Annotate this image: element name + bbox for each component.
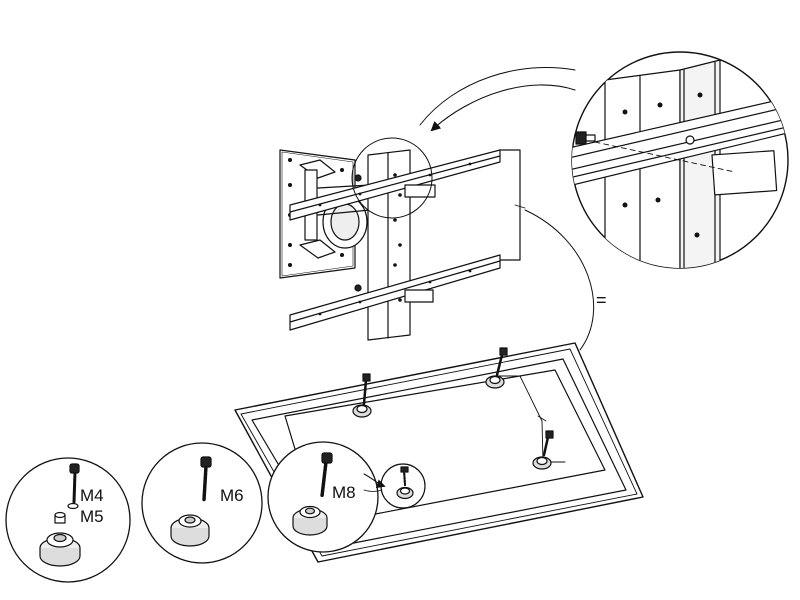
label-m6: M6 [220,486,244,505]
m8-arrow [363,473,386,488]
label-m5: M5 [80,507,104,526]
standoff-bottom-right [532,430,554,470]
label-m8: M8 [332,483,356,502]
dimension-bracket [499,149,526,261]
lower-rail [289,254,501,331]
screw-m4-m5 [67,463,80,510]
connector-curve [524,209,595,351]
screw-m8 [320,452,333,498]
spacer-m4-m5 [39,511,81,567]
wall-plate-holes [288,158,344,267]
spacer-m6 [170,514,210,547]
tv-standoffs [352,347,554,470]
upper-rail [289,149,501,221]
detail-circle-m8 [267,441,379,553]
detail-circle-m6 [141,442,263,564]
label-m4: M4 [80,486,104,505]
swing-arm [299,159,371,259]
wall-mount-assembly [279,137,526,341]
magnified-detail [571,51,789,269]
detail-callout-circle [351,137,433,219]
detail-circle-m4-m5 [5,457,131,583]
panel-detail-circle [380,463,426,509]
equals-label: = [596,290,607,310]
screw-m6 [200,456,212,502]
standoff-top-left [352,373,372,418]
callout-arrow [430,84,576,132]
detail-screw [575,131,596,145]
rail-knobs [354,174,362,292]
standoff-top-right [485,347,508,389]
spacer-m8 [292,505,328,536]
